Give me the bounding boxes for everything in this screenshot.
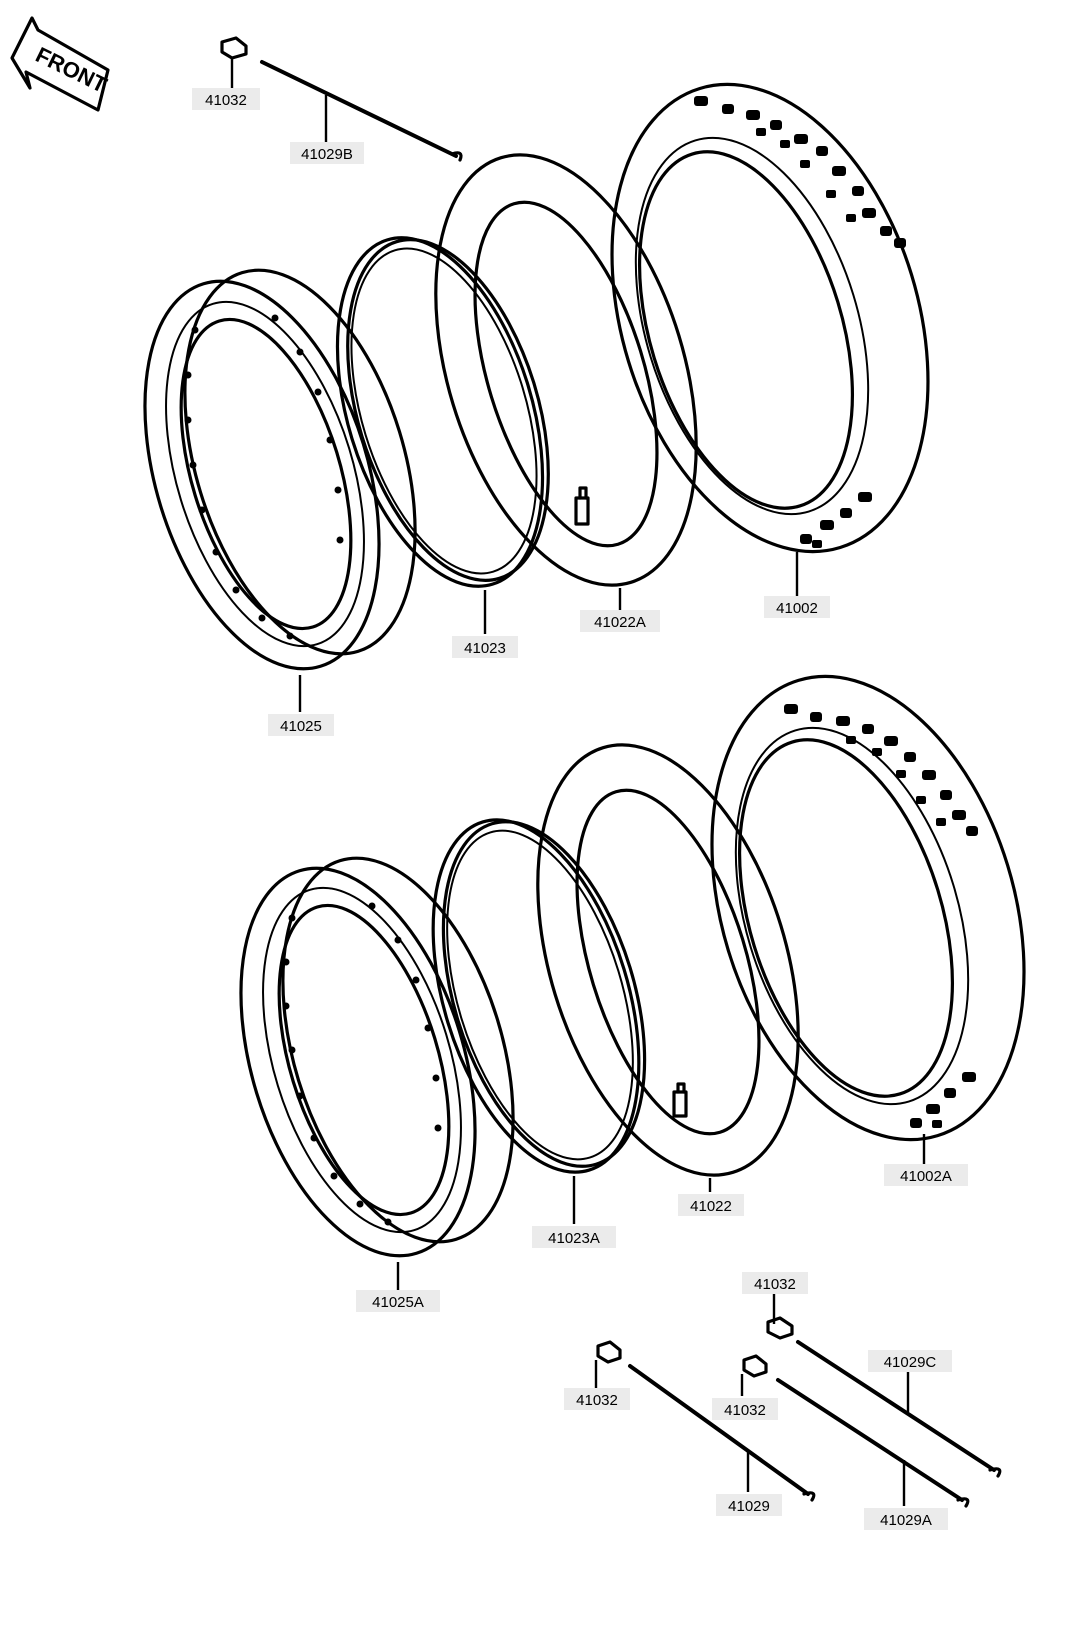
svg-text:41029C: 41029C — [884, 1354, 937, 1371]
svg-text:41032: 41032 — [576, 1392, 618, 1409]
spoke-upper[interactable] — [260, 60, 463, 162]
part-label-41025a: 41025A — [356, 1290, 440, 1312]
rim-upper[interactable] — [102, 242, 457, 712]
part-label-41029b: 41029B — [290, 142, 364, 164]
part-label-41029a: 41029A — [864, 1508, 948, 1530]
part-label-41032-top: 41032 — [192, 88, 260, 110]
part-label-41032-set-c: 41032 — [742, 1272, 808, 1294]
part-label-41023: 41023 — [452, 636, 518, 658]
tube-lower-valve — [672, 1082, 688, 1118]
spoke-nipple-set-a[interactable] — [740, 1354, 768, 1396]
part-label-41029c: 41029C — [868, 1350, 952, 1372]
spoke-set-a[interactable] — [776, 1378, 970, 1508]
part-label-41025: 41025 — [268, 714, 334, 736]
part-label-41002: 41002 — [764, 596, 830, 618]
svg-text:41029A: 41029A — [880, 1512, 932, 1529]
rim-band-upper[interactable] — [299, 213, 585, 634]
part-label-41022: 41022 — [678, 1194, 744, 1216]
tire-upper-tread — [694, 96, 906, 548]
rim-lower[interactable] — [198, 830, 555, 1290]
svg-text:41022: 41022 — [690, 1198, 732, 1215]
svg-text:41022A: 41022A — [594, 614, 646, 631]
svg-text:41032: 41032 — [205, 92, 247, 109]
tube-lower[interactable] — [490, 713, 846, 1207]
part-label-41002a: 41002A — [884, 1164, 968, 1186]
spoke-set-plain[interactable] — [628, 1364, 816, 1502]
svg-text:41032: 41032 — [754, 1276, 796, 1293]
front-arrow-icon: FRONT — [10, 16, 111, 112]
spoke-nipple-upper[interactable] — [220, 36, 248, 88]
tire-lower-tread — [784, 704, 978, 1128]
svg-text:41023: 41023 — [464, 640, 506, 657]
svg-text:41002A: 41002A — [900, 1168, 952, 1185]
svg-text:41023A: 41023A — [548, 1230, 600, 1247]
rim-band-lower[interactable] — [395, 795, 682, 1224]
tube-upper-valve — [574, 486, 590, 526]
part-label-41023a: 41023A — [532, 1226, 616, 1248]
part-label-41022a: 41022A — [580, 610, 660, 632]
tire-upper[interactable] — [558, 45, 981, 596]
svg-text:41029: 41029 — [728, 1498, 770, 1515]
rim-lower-spoke-holes — [282, 902, 442, 1226]
tire-lower[interactable] — [659, 638, 1077, 1179]
svg-text:41002: 41002 — [776, 600, 818, 617]
rim-upper-spoke-holes — [184, 314, 344, 640]
spoke-set-c[interactable] — [796, 1340, 1002, 1478]
svg-text:41029B: 41029B — [301, 146, 353, 163]
svg-text:41032: 41032 — [724, 1402, 766, 1419]
part-label-41032-set-plain: 41032 — [564, 1388, 630, 1410]
spoke-nipple-set-c[interactable] — [766, 1294, 794, 1340]
spoke-nipple-set-plain[interactable] — [594, 1340, 622, 1388]
part-label-41032-set-a: 41032 — [712, 1398, 778, 1420]
svg-text:41025A: 41025A — [372, 1294, 424, 1311]
tube-upper[interactable] — [388, 123, 744, 617]
part-label-41029: 41029 — [716, 1494, 782, 1516]
svg-text:41025: 41025 — [280, 718, 322, 735]
